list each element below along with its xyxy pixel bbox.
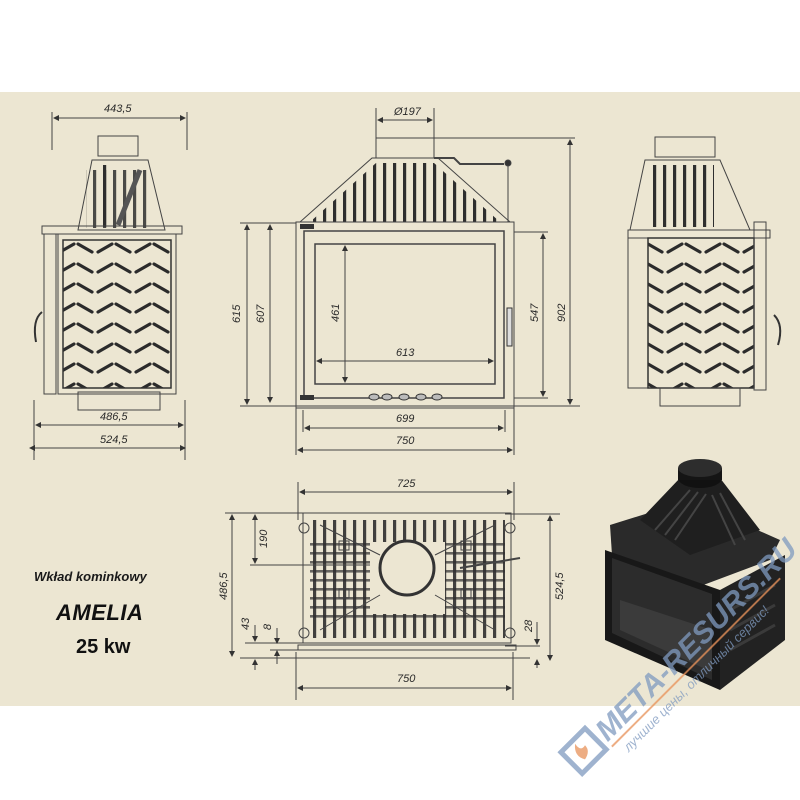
- product-category: Wkład kominkowy: [34, 569, 147, 584]
- dim-door-width: 699: [396, 413, 414, 425]
- dim-offset-28: 28: [523, 619, 535, 633]
- dim-left-inner-width: 486,5: [100, 411, 128, 423]
- product-power: 25 kw: [76, 636, 131, 658]
- dim-door-height: 547: [529, 303, 541, 322]
- front-view: [240, 108, 580, 455]
- dim-left-top-width: 443,5: [104, 103, 132, 115]
- top-plan-view: [225, 482, 560, 700]
- dim-flue-offset: 190: [258, 529, 270, 548]
- dim-plan-depth-left: 486,5: [218, 572, 230, 600]
- dim-plan-top-width: 725: [397, 478, 416, 490]
- dim-glass-height: 461: [330, 304, 342, 322]
- fireplace-3d-render: [605, 459, 785, 690]
- dim-flue-diameter: Ø197: [393, 106, 422, 118]
- dim-total-width: 750: [396, 435, 415, 447]
- right-side-view: [627, 136, 782, 407]
- dim-front-height-615: 615: [231, 304, 243, 323]
- dim-offset-8: 8: [262, 623, 274, 630]
- dim-offset-43: 43: [240, 617, 252, 630]
- dim-glass-width: 613: [396, 347, 415, 359]
- dim-plan-depth-right: 524,5: [554, 572, 566, 600]
- product-model-name: AMELIA: [56, 600, 144, 625]
- dim-left-outer-width: 524,5: [100, 434, 128, 446]
- dim-total-height: 902: [556, 304, 568, 322]
- dim-plan-bottom-width: 750: [397, 673, 416, 685]
- left-side-view: [29, 112, 188, 460]
- dim-front-height-607: 607: [255, 304, 267, 323]
